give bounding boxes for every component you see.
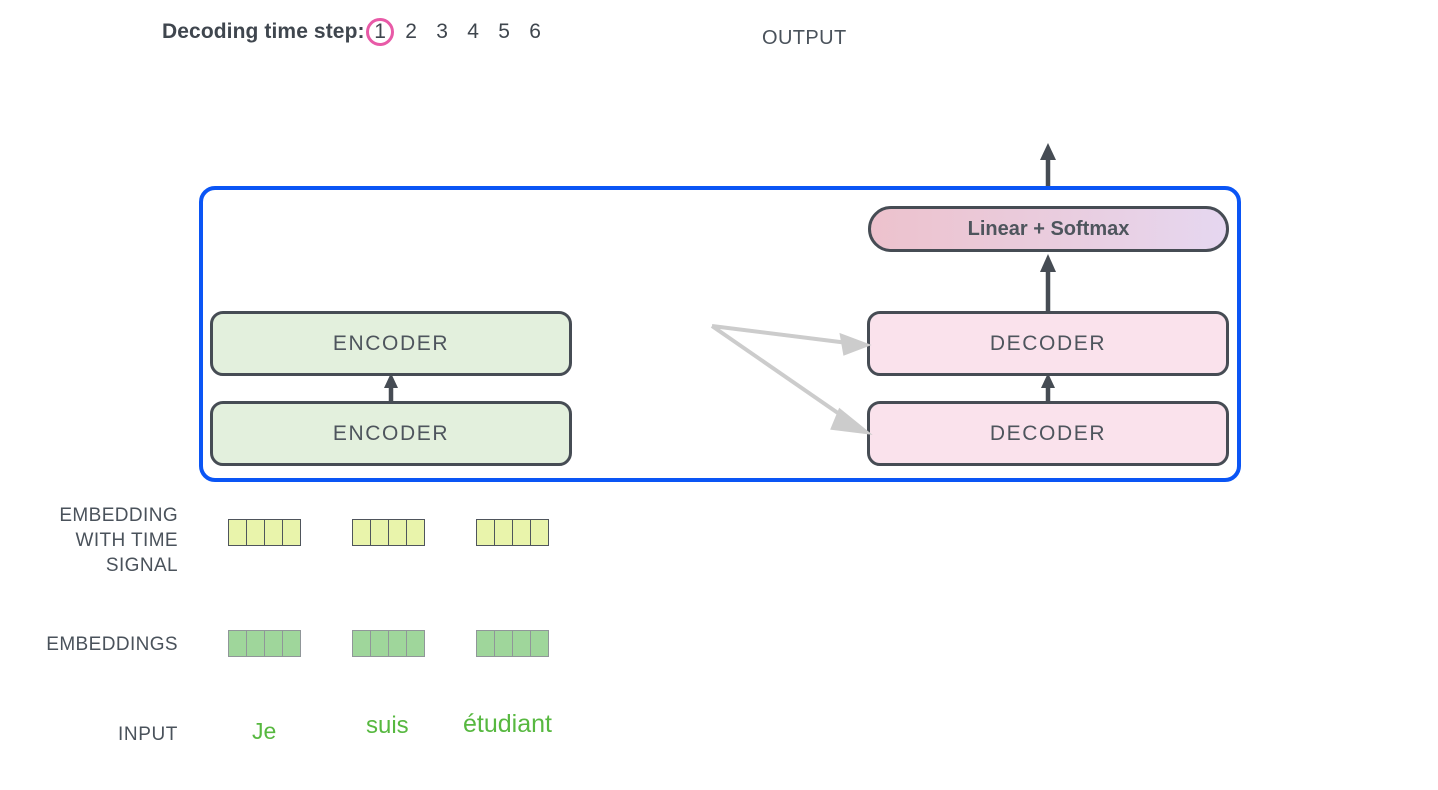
vector-cell (493, 630, 514, 657)
decoding-time-step-row: Decoding time step: 1 2 3 4 5 6 (162, 18, 551, 46)
vector-cell (387, 630, 408, 657)
time-step-6[interactable]: 6 (529, 20, 541, 43)
time-step-3[interactable]: 3 (436, 20, 448, 43)
input-word-1: Je (252, 718, 277, 744)
vector-cell (281, 630, 302, 657)
vector-cell (493, 519, 514, 546)
vector-cell (245, 630, 266, 657)
vector-cell (369, 519, 390, 546)
vector-cell (263, 519, 284, 546)
vector-cell (263, 630, 284, 657)
vector-cell (228, 630, 248, 657)
encoder-stack-arrow-icon (380, 373, 402, 403)
output-label: OUTPUT (762, 27, 847, 49)
time-signal-vector-2 (352, 519, 426, 546)
output-arrow-icon (1037, 143, 1059, 190)
encoder-top-label: ENCODER (332, 331, 450, 355)
embedding-label-line-1: EMBEDDING (59, 505, 178, 526)
vector-cell (405, 630, 426, 657)
decoder-bottom-label: DECODER (989, 421, 1107, 445)
input-word-2: suis (366, 712, 409, 739)
vector-cell (387, 519, 408, 546)
vector-cell (281, 519, 302, 546)
decoder-block-bottom[interactable]: DECODER (867, 401, 1229, 466)
time-signal-vector-3 (476, 519, 550, 546)
embedding-vector-1 (228, 630, 302, 657)
time-step-list: 1 2 3 4 5 6 (365, 18, 551, 46)
embedding-label-line-2: WITH TIME (75, 530, 178, 551)
vector-cell (369, 630, 390, 657)
vector-cell (405, 519, 426, 546)
vector-cell (476, 630, 496, 657)
time-step-1[interactable]: 1 (365, 18, 396, 46)
input-word-3: étudiant (463, 710, 552, 738)
vector-cell (476, 519, 496, 546)
time-step-2[interactable]: 2 (405, 20, 417, 43)
linear-softmax-label: Linear + Softmax (967, 217, 1130, 240)
encoder-block-bottom[interactable]: ENCODER (210, 401, 572, 466)
vector-cell (228, 519, 248, 546)
decoder-block-top[interactable]: DECODER (867, 311, 1229, 376)
vector-cell (245, 519, 266, 546)
vector-cell (511, 630, 532, 657)
embeddings-label: EMBEDDINGS (46, 634, 178, 655)
vector-cell (352, 630, 372, 657)
time-signal-vector-1 (228, 519, 302, 546)
encoder-block-top[interactable]: ENCODER (210, 311, 572, 376)
time-step-4[interactable]: 4 (467, 20, 479, 43)
linear-softmax-block[interactable]: Linear + Softmax (868, 206, 1229, 252)
vector-cell (352, 519, 372, 546)
embedding-vector-3 (476, 630, 550, 657)
vector-cell (511, 519, 532, 546)
encoder-to-decoder-arrows-icon (700, 310, 880, 445)
encoder-bottom-label: ENCODER (332, 421, 450, 445)
decoder-stack-arrow-icon (1037, 373, 1059, 403)
vector-cell (529, 519, 550, 546)
decoder-to-linear-arrow-icon (1037, 254, 1059, 312)
input-label: INPUT (118, 724, 178, 745)
decoding-time-step-label: Decoding time step: (162, 20, 365, 43)
embedding-with-time-signal-label: EMBEDDING WITH TIME SIGNAL (0, 503, 178, 578)
decoder-top-label: DECODER (989, 331, 1107, 355)
vector-cell (529, 630, 550, 657)
time-step-5[interactable]: 5 (498, 20, 510, 43)
embedding-label-line-3: SIGNAL (105, 555, 178, 576)
embedding-vector-2 (352, 630, 426, 657)
